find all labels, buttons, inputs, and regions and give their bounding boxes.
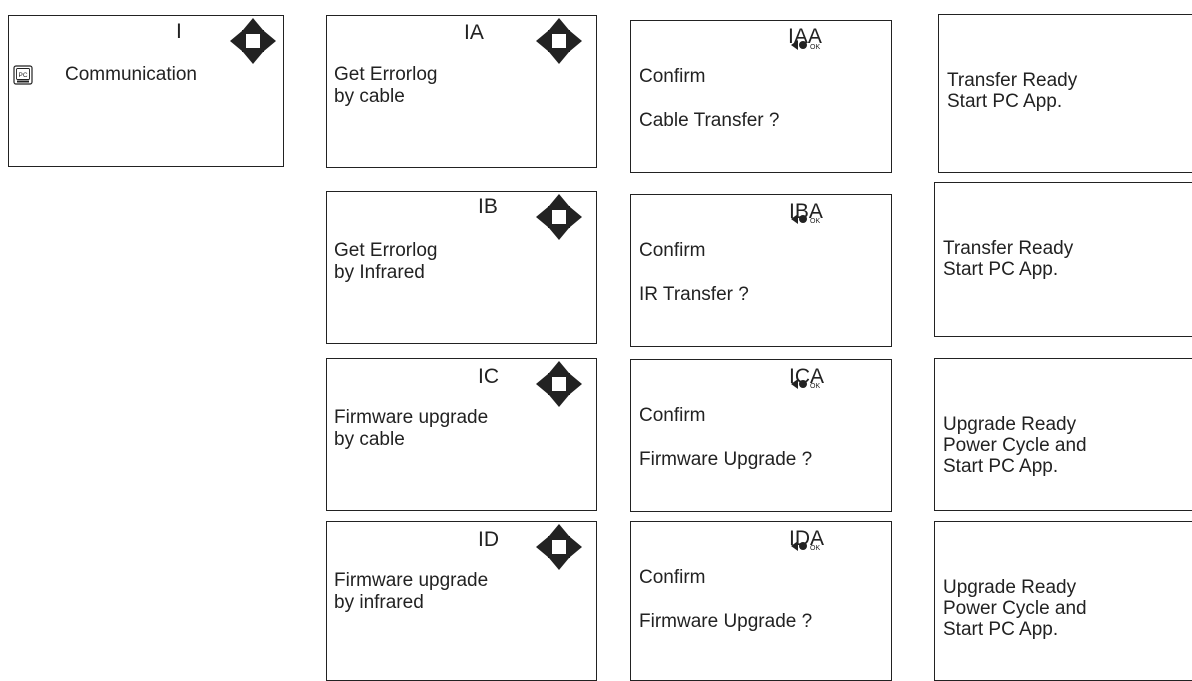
screen-text-line: Transfer Ready xyxy=(943,238,1074,259)
screen-i: I Communication PC xyxy=(8,15,284,167)
screen-text-line: by cable xyxy=(334,86,405,107)
screen-text-line: Start PC App. xyxy=(943,456,1059,477)
back-ok-icon: OK xyxy=(791,377,821,390)
four-way-arrow-icon xyxy=(535,360,583,408)
screen-text-line: Upgrade Ready xyxy=(943,414,1077,435)
svg-text:OK: OK xyxy=(810,218,820,225)
screen-text-line: Get Errorlog xyxy=(334,64,438,85)
screen-text-line: Power Cycle and xyxy=(943,435,1087,456)
back-ok-icon: OK xyxy=(791,539,821,552)
screen-text-line: Transfer Ready xyxy=(947,70,1078,91)
screen-text-line: by Infrared xyxy=(334,262,425,283)
screen-text-line: IR Transfer ? xyxy=(639,284,749,305)
screen-text-line: Upgrade Ready xyxy=(943,577,1077,598)
four-way-arrow-icon xyxy=(535,17,583,65)
screen-text-line: Firmware upgrade xyxy=(334,407,489,428)
four-way-arrow-icon xyxy=(535,523,583,571)
screen-text-line: Firmware upgrade xyxy=(334,570,489,591)
four-way-arrow-icon xyxy=(535,193,583,241)
svg-text:OK: OK xyxy=(810,383,820,390)
screen-text-line: Firmware Upgrade ? xyxy=(639,611,813,632)
pc-icon: PC xyxy=(13,65,33,85)
screen-text-line: Start PC App. xyxy=(943,259,1059,280)
svg-text:OK: OK xyxy=(810,545,820,552)
screen-text-line: Power Cycle and xyxy=(943,598,1087,619)
screen-text-line: Get Errorlog xyxy=(334,240,438,261)
screen-text-line: Communication xyxy=(65,64,197,85)
screen-code: IA xyxy=(464,21,484,44)
screen-text-line: Firmware Upgrade ? xyxy=(639,449,813,470)
back-ok-icon: OK xyxy=(791,38,821,51)
screen-text-line: by cable xyxy=(334,429,405,450)
screen-text-line: Confirm xyxy=(639,66,706,87)
four-way-arrow-icon xyxy=(229,17,277,65)
screen-code: IB xyxy=(478,195,498,218)
back-ok-icon: OK xyxy=(791,212,821,225)
screen-text-line: Confirm xyxy=(639,240,706,261)
screen-text-line: Cable Transfer ? xyxy=(639,110,780,131)
screen-text-line: Confirm xyxy=(639,567,706,588)
svg-text:PC: PC xyxy=(18,72,27,79)
screen-code: I xyxy=(176,20,182,43)
screen-code: IC xyxy=(478,365,499,388)
screen-code: ID xyxy=(478,528,499,551)
svg-text:OK: OK xyxy=(810,44,820,51)
screen-text-line: Confirm xyxy=(639,405,706,426)
screen-text-line: by infrared xyxy=(334,592,424,613)
screen-text-line: Start PC App. xyxy=(943,619,1059,640)
screen-text-line: Start PC App. xyxy=(947,91,1063,112)
